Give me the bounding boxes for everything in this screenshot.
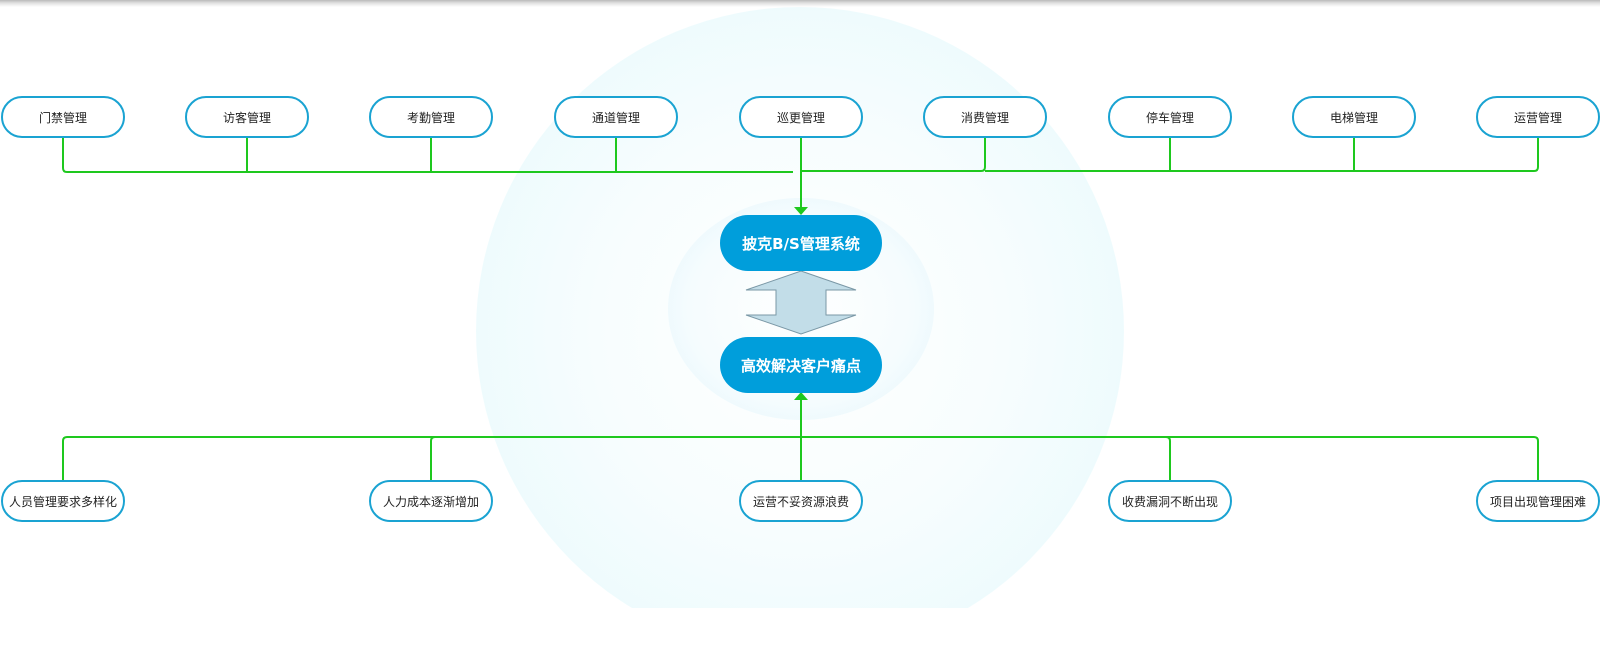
pain-point-label: 收费漏洞不断出现 xyxy=(1121,494,1218,509)
module-attendance: 考勤管理 xyxy=(369,96,493,138)
double-arrow-icon xyxy=(745,270,857,335)
module-label: 门禁管理 xyxy=(38,110,87,125)
module-label: 运营管理 xyxy=(1513,110,1562,125)
core-system-label: 披克B/S管理系统 xyxy=(742,234,860,253)
connector-top-9 xyxy=(985,134,1539,172)
connector-lines xyxy=(62,134,1539,482)
connector-bottom-2 xyxy=(430,436,436,482)
module-access-control: 门禁管理 xyxy=(1,96,125,138)
core-solution-label: 高效解决客户痛点 xyxy=(740,356,861,375)
pain-point-resource-waste: 运营不妥资源浪费 xyxy=(739,480,863,522)
module-label: 访客管理 xyxy=(222,110,271,125)
top-edge-shadow xyxy=(0,0,1600,7)
pain-point-labor-cost: 人力成本逐渐增加 xyxy=(369,480,493,522)
pain-point-label: 人力成本逐渐增加 xyxy=(382,494,479,509)
bottom-mask xyxy=(0,608,1600,668)
pain-point-label: 项目出现管理困难 xyxy=(1489,494,1586,509)
pain-point-billing-loopholes: 收费漏洞不断出现 xyxy=(1108,480,1232,522)
pain-point-label: 运营不妥资源浪费 xyxy=(752,494,849,509)
module-label: 停车管理 xyxy=(1145,110,1194,125)
module-passage: 通道管理 xyxy=(554,96,678,138)
module-visitor: 访客管理 xyxy=(185,96,309,138)
module-operations: 运营管理 xyxy=(1476,96,1600,138)
connector-top-1 xyxy=(62,134,793,173)
module-label: 消费管理 xyxy=(960,110,1009,125)
module-label: 巡更管理 xyxy=(776,110,825,125)
connector-bottom-4 xyxy=(1165,436,1171,482)
module-elevator: 电梯管理 xyxy=(1292,96,1416,138)
pain-point-management-difficulty: 项目出现管理困难 xyxy=(1476,480,1600,522)
module-label: 通道管理 xyxy=(591,110,640,125)
module-parking: 停车管理 xyxy=(1108,96,1232,138)
module-consumption: 消费管理 xyxy=(923,96,1047,138)
core-solution-box: 高效解决客户痛点 xyxy=(720,337,882,393)
module-patrol: 巡更管理 xyxy=(739,96,863,138)
module-label: 考勤管理 xyxy=(406,110,455,125)
module-label: 电梯管理 xyxy=(1329,110,1378,125)
connector-top-6 xyxy=(801,134,986,172)
arrow-down-to-system xyxy=(794,207,808,215)
pain-point-label: 人员管理要求多样化 xyxy=(8,494,117,509)
arrow-up-to-solution xyxy=(794,392,808,400)
pain-point-diverse-requirements: 人员管理要求多样化 xyxy=(1,480,125,522)
core-system-box: 披克B/S管理系统 xyxy=(720,215,882,271)
